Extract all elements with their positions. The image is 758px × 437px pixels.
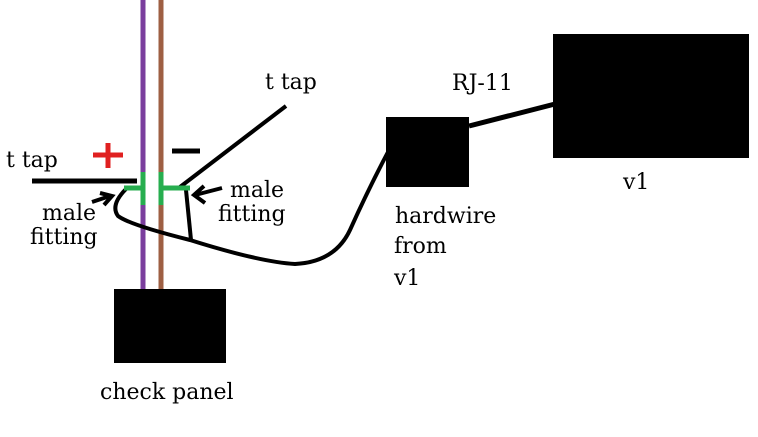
- hardwire-label-line3: v1: [393, 266, 420, 291]
- male-fitting-left-label-line1: male: [42, 201, 96, 226]
- plus-sign: [93, 143, 123, 168]
- check-panel-label: check panel: [100, 380, 234, 405]
- rj11-cable: [468, 101, 556, 129]
- male-fitting-left-label-line2: fitting: [30, 225, 98, 250]
- v1-label: v1: [622, 170, 649, 195]
- hardwire-label-line2: from: [394, 234, 447, 259]
- t-tap-left-label: t tap: [6, 148, 58, 173]
- hardwire-box: [386, 117, 469, 187]
- male-fitting-right-label-line1: male: [230, 178, 284, 203]
- v1-box: [553, 34, 749, 158]
- male-fitting-right-label-line2: fitting: [218, 202, 286, 227]
- check-panel-box: [114, 289, 226, 363]
- t-tap-top-label: t tap: [265, 70, 317, 95]
- t-tap-top-wire: [178, 104, 288, 189]
- hardwire-cable: [113, 151, 390, 267]
- rj11-label: RJ-11: [452, 71, 513, 96]
- right-male-fitting: [158, 172, 190, 205]
- hardwire-label-line1: hardwire: [395, 204, 496, 229]
- right-fitting-arrow: [190, 184, 223, 205]
- left-male-fitting: [124, 172, 146, 205]
- left-fitting-arrow: [91, 191, 116, 207]
- negative-drop-wire: [184, 189, 193, 241]
